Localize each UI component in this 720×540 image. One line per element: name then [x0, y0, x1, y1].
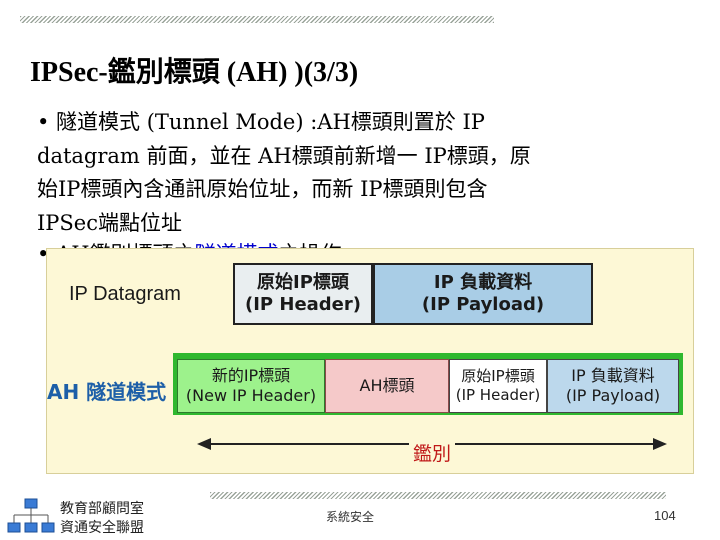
- orig-header2-en: (IP Header): [455, 386, 541, 404]
- datagram-label: IP Datagram: [69, 283, 181, 305]
- orig-header-en: (IP Header): [245, 294, 361, 315]
- ah-tunnel-diagram: IP Datagram 原始IP標頭 (IP Header) IP 負載資料 (…: [46, 248, 694, 474]
- original-ip-header-cell: 原始IP標頭 (IP Header): [233, 263, 373, 325]
- ah-tunnel-label: AH 隧道模式: [47, 380, 167, 404]
- new-header-en: (New IP Header): [185, 386, 317, 405]
- paragraph-line-4: IPSec端點位址: [37, 210, 183, 235]
- ah-header-cell: AH標頭: [325, 359, 449, 413]
- paragraph-line-1: • 隧道模式 (Tunnel Mode) :AH標頭則置於 IP: [37, 110, 485, 134]
- arrow-head-right-icon: [653, 438, 667, 450]
- payload2-en: (IP Payload): [565, 386, 661, 405]
- footer-org-line-1: 教育部顧問室: [60, 501, 144, 517]
- footer-topic: 系統安全: [326, 510, 375, 524]
- payload-en: (IP Payload): [421, 294, 545, 315]
- slide-title: IPSec-鑑別標頭 (AH) )(3/3): [30, 57, 359, 88]
- inner-ip-header-cell: 原始IP標頭 (IP Header): [449, 359, 547, 413]
- network-logo-icon: [7, 498, 55, 533]
- orig-header2-zh: 原始IP標頭: [461, 367, 535, 386]
- bottom-decor-bar: [210, 492, 666, 499]
- page-number: 104: [654, 508, 676, 523]
- arrow-head-left-icon: [197, 438, 211, 450]
- footer-organization: 教育部顧問室 資通安全聯盟: [60, 500, 144, 538]
- new-header-zh: 新的IP標頭: [211, 366, 291, 385]
- authentication-label: 鑑別: [409, 439, 456, 466]
- orig-header-zh: 原始IP標頭: [257, 271, 349, 293]
- inner-ip-payload-cell: IP 負載資料 (IP Payload): [547, 359, 679, 413]
- paragraph-line-2: datagram 前面，並在 AH標頭前新增一 IP標頭，原: [37, 143, 531, 168]
- new-ip-header-cell: 新的IP標頭 (New IP Header): [177, 359, 325, 413]
- ip-payload-cell: IP 負載資料 (IP Payload): [373, 263, 593, 325]
- bullet-paragraph: • 隧道模式 (Tunnel Mode) :AH標頭則置於 IP datagra…: [37, 106, 687, 240]
- top-decor-bar: [20, 16, 494, 23]
- footer-org-line-2: 資通安全聯盟: [60, 520, 144, 536]
- payload-zh: IP 負載資料: [433, 271, 533, 293]
- ah-header-label: AH標頭: [359, 376, 415, 395]
- payload2-zh: IP 負載資料: [571, 366, 655, 385]
- paragraph-line-3: 始IP標頭內含通訊原始位址，而新 IP標頭則包含: [37, 177, 488, 201]
